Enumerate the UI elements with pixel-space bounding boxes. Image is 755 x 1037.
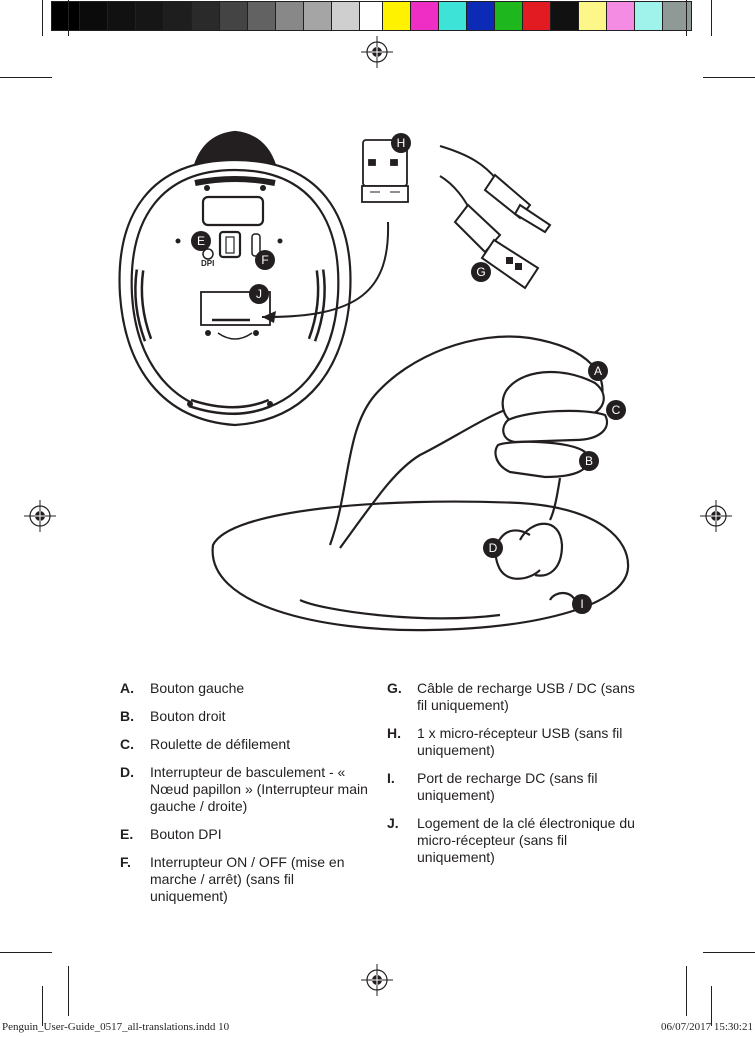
callout-h: H <box>391 133 411 153</box>
legend-item: I. Port de recharge DC (sans fil uniqueme… <box>387 770 647 804</box>
grayscale-calibration-bar <box>51 1 389 31</box>
legend-letter: G. <box>387 680 402 696</box>
legend-item: D. Interrupteur de basculement - « Nœud p… <box>120 764 368 815</box>
svg-text:D: D <box>489 541 498 555</box>
svg-text:F: F <box>261 253 268 267</box>
legend-letter: F. <box>120 854 131 870</box>
registration-mark-left <box>23 499 57 533</box>
callout-badges: H E F J G A C B D I <box>191 133 626 614</box>
calibration-swatch <box>467 2 495 30</box>
usb-receiver <box>361 139 409 203</box>
legend-letter: B. <box>120 708 134 724</box>
legend-letter: E. <box>120 826 134 842</box>
legend-item: J. Logement de la clé électronique du mic… <box>387 815 647 866</box>
registration-mark-top <box>360 35 394 69</box>
legend-text: Bouton DPI <box>150 826 222 842</box>
slug-file-name: Penguin_User-Guide_0517_all-translations… <box>2 1021 230 1033</box>
callout-b: B <box>579 451 599 471</box>
legend-letter: H. <box>387 725 401 741</box>
calibration-swatch <box>383 2 411 30</box>
registration-mark-bottom <box>360 963 394 997</box>
calibration-swatch <box>607 2 635 30</box>
legend-text: Port de recharge DC (sans fil uniquement… <box>417 770 598 803</box>
legend-text: Roulette de défilement <box>150 736 291 752</box>
calibration-swatch <box>551 2 579 30</box>
charging-cable <box>439 145 552 290</box>
callout-g: G <box>471 262 491 282</box>
legend-item: A. Bouton gauche <box>120 680 368 697</box>
legend-item: E. Bouton DPI <box>120 826 368 843</box>
legend-item: B. Bouton droit <box>120 708 368 725</box>
calibration-swatch <box>80 2 108 30</box>
legend-letter: C. <box>120 736 134 752</box>
svg-text:I: I <box>580 597 583 611</box>
legend-letter: D. <box>120 764 134 780</box>
legend-letter: J. <box>387 815 399 831</box>
svg-text:C: C <box>612 403 621 417</box>
calibration-swatch <box>248 2 276 30</box>
legend-item: G. Câble de recharge USB / DC (sans fil u… <box>387 680 647 714</box>
legend-text: 1 x micro-récepteur USB (sans fil unique… <box>417 725 623 758</box>
calibration-swatch <box>304 2 332 30</box>
slug-date-time: 06/07/2017 15:30:21 <box>661 1021 753 1033</box>
calibration-swatch <box>192 2 220 30</box>
calibration-swatch <box>332 2 360 30</box>
calibration-swatch <box>495 2 523 30</box>
calibration-swatch <box>108 2 136 30</box>
legend-text: Interrupteur de basculement - « Nœud pap… <box>150 764 368 814</box>
callout-f: F <box>255 250 275 270</box>
calibration-swatch <box>635 2 663 30</box>
calibration-swatch <box>164 2 192 30</box>
svg-text:B: B <box>585 454 593 468</box>
callout-e: E <box>191 231 211 251</box>
legend-item: H. 1 x micro-récepteur USB (sans fil uniq… <box>387 725 647 759</box>
calibration-swatch <box>523 2 551 30</box>
calibration-swatch <box>136 2 164 30</box>
legend-item: C. Roulette de défilement <box>120 736 368 753</box>
callout-j: J <box>249 284 269 304</box>
legend-letter: A. <box>120 680 134 696</box>
callout-d: D <box>483 538 503 558</box>
registration-mark-right <box>699 499 733 533</box>
legend-text: Bouton gauche <box>150 680 245 696</box>
calibration-swatch <box>276 2 304 30</box>
legend-text: Bouton droit <box>150 708 226 724</box>
svg-text:E: E <box>197 234 205 248</box>
legend-text: Interrupteur ON / OFF (mise en marche / … <box>150 854 345 904</box>
legend-right-column: G. Câble de recharge USB / DC (sans fil u… <box>387 680 647 877</box>
callout-c: C <box>606 400 626 420</box>
legend-letter: I. <box>387 770 395 786</box>
legend-text: Logement de la clé électronique du micro… <box>417 815 635 865</box>
calibration-swatch <box>411 2 439 30</box>
mouse-side-view <box>211 335 630 632</box>
callout-i: I <box>572 594 592 614</box>
calibration-swatch <box>439 2 467 30</box>
svg-text:A: A <box>594 364 602 378</box>
calibration-swatch <box>579 2 607 30</box>
color-calibration-bar <box>382 1 692 31</box>
calibration-swatch <box>52 2 80 30</box>
dpi-label: DPI <box>201 259 214 268</box>
callout-a: A <box>588 361 608 381</box>
legend-item: F. Interrupteur ON / OFF (mise en marche … <box>120 854 368 905</box>
svg-text:J: J <box>256 287 262 301</box>
calibration-swatch <box>220 2 248 30</box>
mouse-bottom-view <box>118 130 352 427</box>
svg-text:H: H <box>397 136 406 150</box>
receiver-slot-pointer <box>261 221 390 319</box>
legend-text: Câble de recharge USB / DC (sans fil uni… <box>417 680 635 713</box>
svg-text:G: G <box>476 265 485 279</box>
